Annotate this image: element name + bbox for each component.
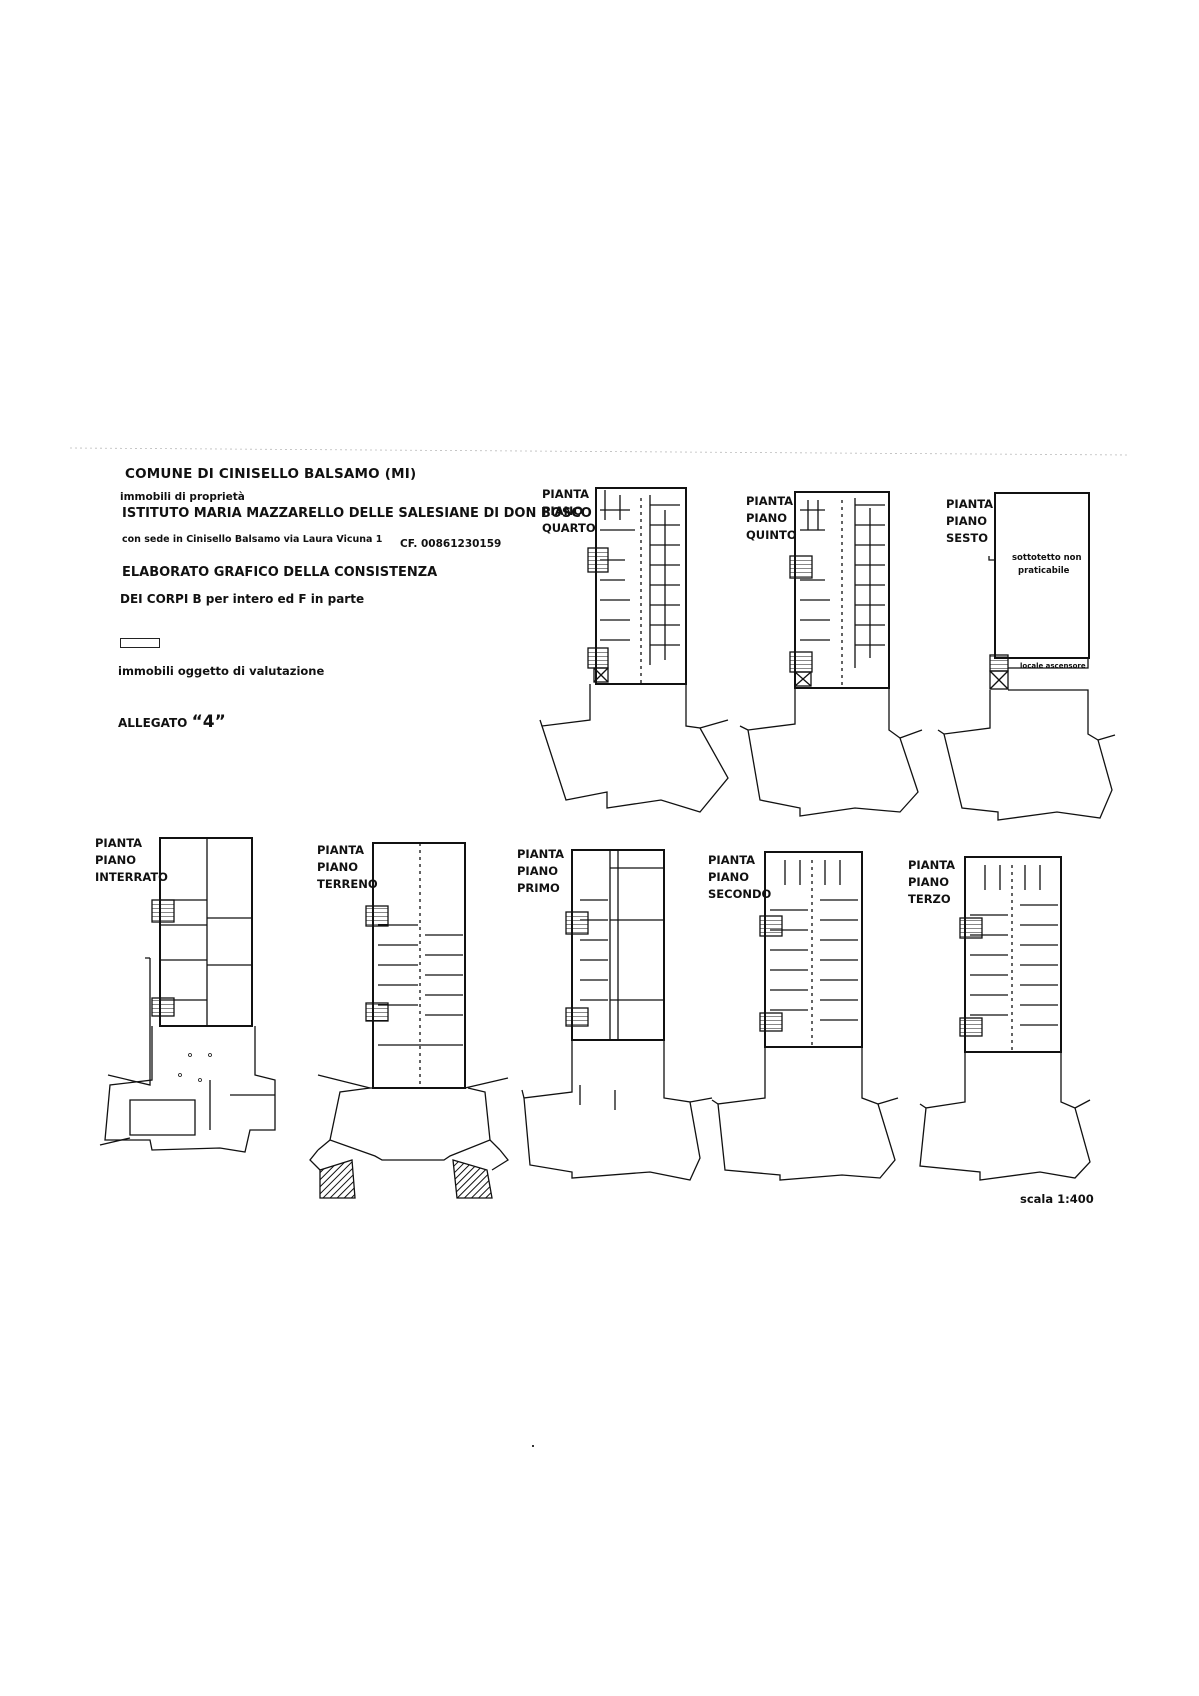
header-istituto: ISTITUTO MARIA MAZZARELLO DELLE SALESIAN… <box>122 506 592 521</box>
frame-line <box>69 447 1131 456</box>
plan-title-line: PIANTA <box>908 858 956 872</box>
legend-swatch <box>120 638 160 648</box>
plan-title-quinto: PIANTA PIANO QUINTO <box>746 493 797 544</box>
plan-title-line: PIANO <box>908 875 950 889</box>
plan-interrato <box>99 837 276 1153</box>
plan-terzo <box>919 856 1091 1181</box>
plan-title-line: PIANTA <box>95 836 143 850</box>
plan-title-line: PIANO <box>746 511 788 525</box>
plan-primo <box>521 849 713 1181</box>
plan-title-secondo: PIANTA PIANO SECONDO <box>708 852 771 903</box>
header-cf: CF. 00861230159 <box>400 538 502 550</box>
header-proprieta: immobili di proprietà <box>120 491 245 503</box>
legend-text: immobili oggetto di valutazione <box>118 664 325 678</box>
plan-title-line: PIANTA <box>317 843 365 857</box>
plan-title-line: PIANTA <box>746 494 794 508</box>
plan-title-line: PIANO <box>946 514 988 528</box>
sesto-note-ascensore: locale ascensore <box>1020 662 1086 670</box>
plan-title-line: PIANTA <box>517 847 565 861</box>
plan-title-line: PIANTA <box>946 497 994 511</box>
plan-title-line: QUINTO <box>746 528 797 542</box>
plan-title-terzo: PIANTA PIANO TERZO <box>908 857 955 908</box>
plan-title-line: PIANO <box>708 870 750 884</box>
plan-title-line: PIANTA <box>542 487 590 501</box>
allegato-label: ALLEGATO “4” <box>118 712 226 732</box>
plan-quinto <box>739 491 923 817</box>
allegato-word: ALLEGATO <box>118 716 188 730</box>
plan-title-sesto: PIANTA PIANO SESTO <box>946 496 993 547</box>
plan-title-line: QUARTO <box>542 521 596 535</box>
plan-title-line: PIANO <box>517 864 559 878</box>
header-comune: COMUNE DI CINISELLO BALSAMO (MI) <box>125 466 417 482</box>
sesto-note-sottotetto: sottotetto non <box>1012 553 1082 563</box>
plan-title-line: TERZO <box>908 892 951 906</box>
plan-title-line: PIANTA <box>708 853 756 867</box>
plan-title-line: SECONDO <box>708 887 772 901</box>
plan-secondo <box>711 851 899 1181</box>
header-sede: con sede in Cinisello Balsamo via Laura … <box>122 534 383 545</box>
allegato-number: “4” <box>191 712 226 732</box>
plan-title-line: PIANO <box>542 504 584 518</box>
plan-title-interrato: PIANTA PIANO INTERRATO <box>95 835 168 886</box>
plan-title-line: PRIMO <box>517 881 560 895</box>
plan-title-primo: PIANTA PIANO PRIMO <box>517 846 564 897</box>
plan-title-line: SESTO <box>946 531 989 545</box>
plan-terreno <box>309 842 509 1199</box>
plan-title-line: PIANO <box>95 853 137 867</box>
plan-sesto <box>937 492 1116 821</box>
plan-title-terreno: PIANTA PIANO TERRENO <box>317 842 378 893</box>
plan-title-quarto: PIANTA PIANO QUARTO <box>542 486 596 537</box>
plan-title-line: TERRENO <box>317 877 378 891</box>
header-elaborato: ELABORATO GRAFICO DELLA CONSISTENZA <box>122 565 438 580</box>
header-corpi: DEI CORPI B per intero ed F in parte <box>120 592 365 606</box>
plan-title-line: PIANO <box>317 860 359 874</box>
scale-label: scala 1:400 <box>1020 1192 1094 1206</box>
sesto-note-praticabile: praticabile <box>1018 566 1070 576</box>
plan-title-line: INTERRATO <box>95 870 168 884</box>
stray-mark <box>532 1445 534 1447</box>
plan-quarto <box>539 487 729 813</box>
